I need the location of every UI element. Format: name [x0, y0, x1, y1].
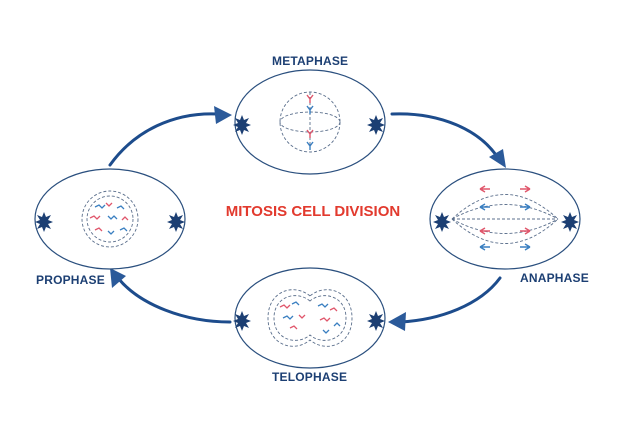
arrow-metaphase-to-anaphase: [390, 112, 506, 168]
star-icon: [433, 212, 451, 232]
arrow-anaphase-to-telophase: [388, 276, 502, 331]
anaphase-cell: [429, 168, 581, 270]
star-icon: [233, 311, 251, 331]
metaphase-cell: [233, 69, 386, 175]
arrow-telophase-to-prophase: [110, 268, 232, 324]
chromosome: [306, 94, 314, 150]
chromosome: [279, 301, 341, 334]
telophase-cell: [233, 267, 386, 369]
star-icon: [367, 311, 385, 331]
label-metaphase: METAPHASE: [272, 54, 349, 68]
curved-arrow-icon: [110, 268, 126, 288]
curved-arrow-icon: [489, 149, 506, 168]
prophase-cell: [34, 168, 186, 270]
label-telophase: TELOPHASE: [272, 370, 348, 384]
star-icon: [167, 212, 185, 232]
star-icon: [233, 115, 251, 135]
chromosome: [479, 185, 531, 251]
curved-arrow-icon: [388, 312, 406, 331]
dividing-nuclei: [267, 289, 353, 347]
curved-arrow-icon: [214, 106, 232, 124]
spindle-fibers: [451, 194, 559, 244]
label-anaphase: ANAPHASE: [520, 271, 589, 285]
star-icon: [367, 115, 385, 135]
label-prophase: PROPHASE: [36, 273, 105, 287]
cycle-arrows: [108, 106, 506, 331]
chromosome: [89, 202, 129, 235]
star-icon: [561, 212, 579, 232]
arrow-prophase-to-metaphase: [108, 106, 232, 167]
diagram-title: MITOSIS CELL DIVISION: [225, 203, 401, 220]
star-icon: [35, 212, 53, 232]
